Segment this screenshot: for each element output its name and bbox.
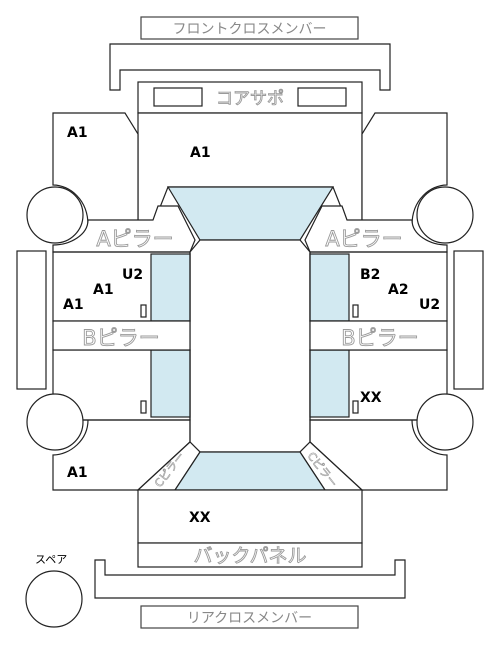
b-pillar-right-label: Bピラー — [341, 326, 418, 350]
right-front-fender — [361, 112, 448, 226]
windshield — [166, 186, 335, 241]
front-cross-member-box — [140, 16, 359, 40]
left-front-door-handle — [140, 304, 147, 318]
front-left-tire — [26, 186, 84, 244]
trunk-grade: XX — [189, 510, 211, 526]
spare-tire — [25, 570, 83, 628]
left-rear-door-handle — [140, 400, 147, 414]
back-panel-label: バックパネル — [193, 545, 306, 567]
core-support-left-light — [153, 87, 203, 107]
front-right-tire — [416, 186, 474, 244]
rear-bumper-outline — [94, 559, 406, 599]
left-rear-window — [150, 349, 191, 418]
a-pillar-left-band — [52, 205, 196, 253]
right-front-door-grade-a: A2 — [388, 282, 409, 298]
right-front-door-grade-u: U2 — [419, 297, 440, 313]
roof-panel — [189, 239, 311, 453]
trunk-lid — [137, 489, 363, 544]
spare-label: スペア — [35, 553, 67, 566]
left-front-door-grade-a1-bottom: A1 — [63, 297, 84, 313]
right-rear-window — [309, 349, 350, 418]
rear-left-tire — [26, 393, 84, 451]
left-side-sill — [16, 250, 47, 390]
right-front-door-grade-b: B2 — [360, 267, 380, 283]
b-pillar-right-band — [309, 320, 448, 351]
hood-grade: A1 — [190, 145, 211, 161]
right-rear-door-grade: XX — [360, 390, 382, 406]
left-fender-grade: A1 — [67, 125, 88, 141]
left-rear-quarter-grade: A1 — [67, 465, 88, 481]
rear-right-tire — [416, 393, 474, 451]
right-front-window — [309, 253, 350, 322]
right-front-door-handle — [352, 304, 359, 318]
right-rear-door-handle — [352, 400, 359, 414]
rear-cross-member-box — [140, 605, 359, 629]
front-cross-member-label: フロントクロスメンバー — [173, 22, 327, 38]
left-front-fender — [52, 112, 139, 226]
front-bumper-outline — [109, 43, 391, 91]
a-pillar-right-label: Aピラー — [325, 227, 402, 251]
left-front-window — [150, 253, 191, 322]
back-panel — [137, 542, 363, 568]
rear-cross-member-label: リアクロスメンバー — [187, 611, 312, 627]
rear-window — [173, 451, 327, 491]
core-support-right-light — [297, 87, 347, 107]
core-support-label: コアサポ — [216, 89, 284, 109]
b-pillar-left-band — [52, 320, 191, 351]
left-front-door-grade-u: U2 — [122, 267, 143, 283]
a-pillar-left-label: Aピラー — [96, 227, 173, 251]
left-front-door-grade-a1-top: A1 — [93, 282, 114, 298]
a-pillar-right-band — [304, 205, 448, 253]
right-side-sill — [453, 250, 484, 390]
b-pillar-left-label: Bピラー — [82, 326, 159, 350]
